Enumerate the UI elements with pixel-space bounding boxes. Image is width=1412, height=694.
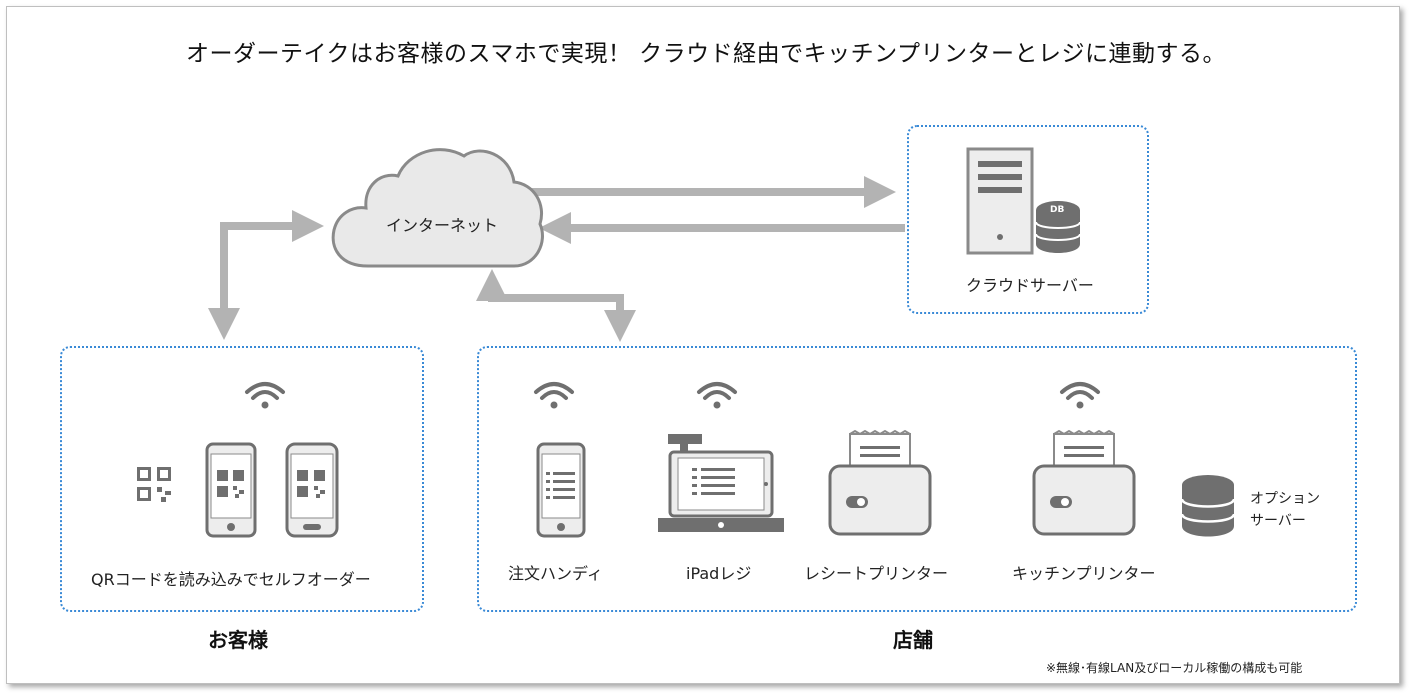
- cloud-icon: [331, 148, 544, 268]
- diagram-frame: [6, 6, 1400, 684]
- device-label-handy: 注文ハンディ: [508, 564, 603, 583]
- option-server-database-icon: [1180, 475, 1236, 537]
- wifi-icon: [1060, 382, 1100, 409]
- device-label-receipt-printer: レシートプリンター: [804, 564, 949, 583]
- arrow-customer-to-internet: [220, 210, 324, 318]
- footnote: ※無線･有線LAN及びローカル稼働の構成も可能: [1046, 661, 1303, 675]
- ipad-register-icon: [658, 434, 784, 532]
- store-group-label: 店舗: [893, 628, 933, 652]
- server-tower-icon: [966, 147, 1034, 255]
- receipt-printer-icon: [828, 429, 932, 536]
- device-label-ipad: iPadレジ: [686, 564, 752, 583]
- qr-code-icon: [137, 467, 171, 502]
- iphone-qr-icon: [205, 442, 257, 538]
- customer-caption: QRコードを読み込みでセルフオーダー: [91, 570, 371, 589]
- cloud-server-box: [907, 125, 1149, 314]
- db-badge-label: DB: [1050, 205, 1065, 215]
- store-box: [477, 346, 1357, 612]
- device-label-kitchen-printer: キッチンプリンター: [1012, 564, 1156, 583]
- wifi-icon: [245, 382, 285, 409]
- cloud-server-label: クラウドサーバー: [966, 276, 1094, 295]
- internet-label: インターネット: [386, 216, 499, 235]
- android-qr-icon: [285, 442, 339, 538]
- wifi-icon: [697, 382, 737, 409]
- customer-group-label: お客様: [208, 628, 268, 652]
- wifi-icon: [534, 382, 574, 409]
- page-title: オーダーテイクはお客様のスマホで実現！ クラウド経由でキッチンプリンターとレジに…: [186, 41, 1226, 67]
- arrow-store-to-internet: [476, 269, 624, 322]
- customer-box: [60, 346, 424, 612]
- order-handy-icon: [536, 442, 586, 538]
- option-server-label-line1: オプション: [1250, 491, 1320, 507]
- option-server-label-line2: サーバー: [1250, 513, 1306, 529]
- database-icon: [1035, 201, 1081, 253]
- kitchen-printer-icon: [1032, 429, 1136, 536]
